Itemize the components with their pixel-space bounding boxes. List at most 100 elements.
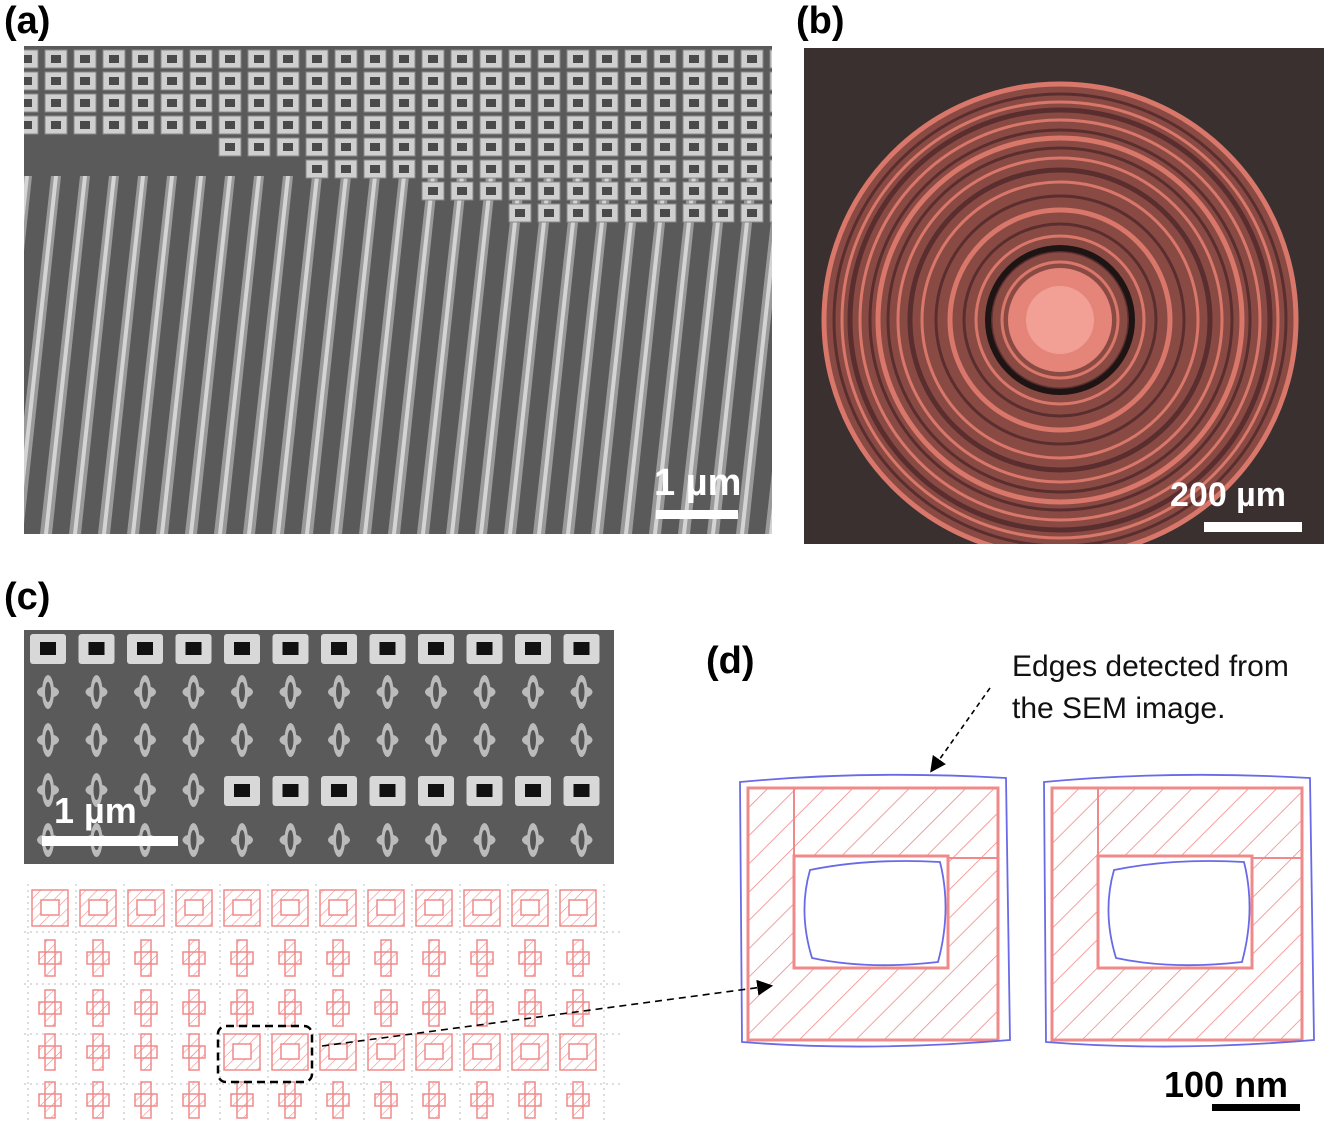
- layout-cross-cell: [86, 989, 110, 1027]
- metalens-rings: [821, 81, 1299, 544]
- sem-cross-cell: [37, 773, 59, 807]
- layout-square-cell: [559, 1033, 597, 1071]
- sem-square-cell: [30, 634, 66, 664]
- layout-square-cell: [511, 889, 549, 927]
- sem-cross-cell: [376, 723, 399, 757]
- sem-pillar: [417, 49, 474, 534]
- panel-a-sem-image: 1 µm: [24, 46, 772, 534]
- lens-ring: [858, 118, 1262, 522]
- panel-b-scale-bar: [1204, 522, 1302, 532]
- sem-cross-cell: [231, 823, 253, 857]
- layout-cross-cell: [38, 1081, 62, 1119]
- sem-square-cell: [466, 776, 503, 806]
- sem-square-cell: [78, 634, 115, 664]
- layout-cross-cell: [518, 989, 542, 1027]
- layout-cross-cell: [134, 939, 158, 977]
- sem-square-cell: [224, 634, 260, 664]
- sem-pillar: [301, 49, 358, 534]
- sem-pillar: [330, 49, 387, 534]
- selection-box: [216, 1024, 314, 1084]
- sem-pillar: [243, 49, 300, 534]
- layout-square-cell: [223, 889, 261, 927]
- lens-ring: [974, 234, 1146, 406]
- layout-square-cell: [511, 1033, 549, 1071]
- lens-ring: [920, 180, 1200, 460]
- layout-square-cell: [367, 889, 405, 927]
- panel-b-optical-image: 200 µm: [804, 48, 1324, 544]
- sem-square-cell: [418, 634, 454, 664]
- sem-cross-cell: [134, 723, 156, 757]
- sem-pillar: [649, 49, 706, 534]
- panel-c-scale-bar: [42, 836, 178, 846]
- sem-square-cell: [321, 634, 357, 664]
- sem-top-view-unit-cells: [24, 630, 614, 864]
- panel-d-scale-label: 100 nm: [1164, 1064, 1289, 1105]
- lens-ring: [962, 222, 1158, 418]
- layout-square-cell: [415, 889, 453, 927]
- sem-cross-cell: [231, 675, 253, 709]
- layout-cross-cell: [38, 989, 62, 1027]
- layout-cross-cell: [182, 989, 206, 1027]
- sem-square-cell: [369, 634, 406, 664]
- panel-c-scale-label: 1 µm: [54, 790, 137, 831]
- sem-cross-cell: [37, 675, 59, 709]
- sem-pillar: [69, 49, 126, 534]
- sem-cross-cell: [182, 773, 205, 807]
- layout-cross-cell: [278, 939, 302, 977]
- layout-cross-cell: [86, 1081, 110, 1119]
- layout-square-cell: [127, 889, 165, 927]
- layout-square-cell: [223, 1033, 261, 1071]
- sem-square-cell: [563, 634, 600, 664]
- layout-cross-cell: [182, 939, 206, 977]
- layout-cross-cell: [566, 989, 590, 1027]
- layout-cross-cell: [230, 1081, 254, 1119]
- zoom-unit-right: [1043, 773, 1315, 1048]
- sem-cross-cell: [473, 823, 496, 857]
- layout-cross-cell: [518, 939, 542, 977]
- sem-cross-cell: [134, 675, 156, 709]
- sem-cross-cell: [376, 675, 399, 709]
- layout-cross-cell: [38, 939, 62, 977]
- layout-square-cell: [271, 1033, 309, 1071]
- sem-pillar: [359, 49, 416, 534]
- layout-square-cell: [559, 889, 597, 927]
- sem-square-cell: [418, 776, 454, 806]
- layout-square-cell: [319, 889, 357, 927]
- detected-inner-edge: [1107, 860, 1251, 967]
- sem-cross-cell: [85, 675, 108, 709]
- sem-pillar: [214, 49, 271, 534]
- sem-pillar-array: [24, 46, 772, 534]
- lens-ring: [947, 207, 1173, 433]
- layout-cross-cell: [518, 1081, 542, 1119]
- sem-square-cell: [515, 776, 551, 806]
- sem-pillar: [620, 49, 677, 534]
- layout-cross-cell: [374, 989, 398, 1027]
- layout-cross-cell: [566, 1081, 590, 1119]
- lens-ring: [934, 194, 1186, 446]
- sem-pillar: [40, 49, 97, 534]
- layout-square-cell: [463, 889, 501, 927]
- sem-pillar: [533, 49, 590, 534]
- zoom-unit-left: [739, 773, 1011, 1048]
- sem-cross-cell: [182, 823, 205, 857]
- sem-cross-cell: [279, 823, 302, 857]
- design-layout-grid: [24, 884, 624, 1124]
- sem-square-cell: [515, 634, 551, 664]
- layout-square-cell: [367, 1033, 405, 1071]
- sem-pillar: [475, 49, 532, 534]
- sem-cross-cell: [134, 773, 156, 807]
- sem-pillar: [678, 49, 735, 534]
- sem-cross-cell: [425, 675, 447, 709]
- sem-square-cell: [127, 634, 163, 664]
- layout-cross-cell: [422, 1081, 446, 1119]
- sem-pillar: [591, 49, 648, 534]
- layout-cross-cell: [326, 1081, 350, 1119]
- layout-cross-cell: [566, 939, 590, 977]
- layout-cross-cell: [134, 1081, 158, 1119]
- layout-square-cell: [463, 1033, 501, 1071]
- layout-cross-cell: [86, 1033, 110, 1071]
- layout-cross-cell: [470, 989, 494, 1027]
- panel-a-scale-bar: [656, 510, 738, 519]
- sem-cross-cell: [279, 675, 302, 709]
- layout-cross-cell: [278, 1081, 302, 1119]
